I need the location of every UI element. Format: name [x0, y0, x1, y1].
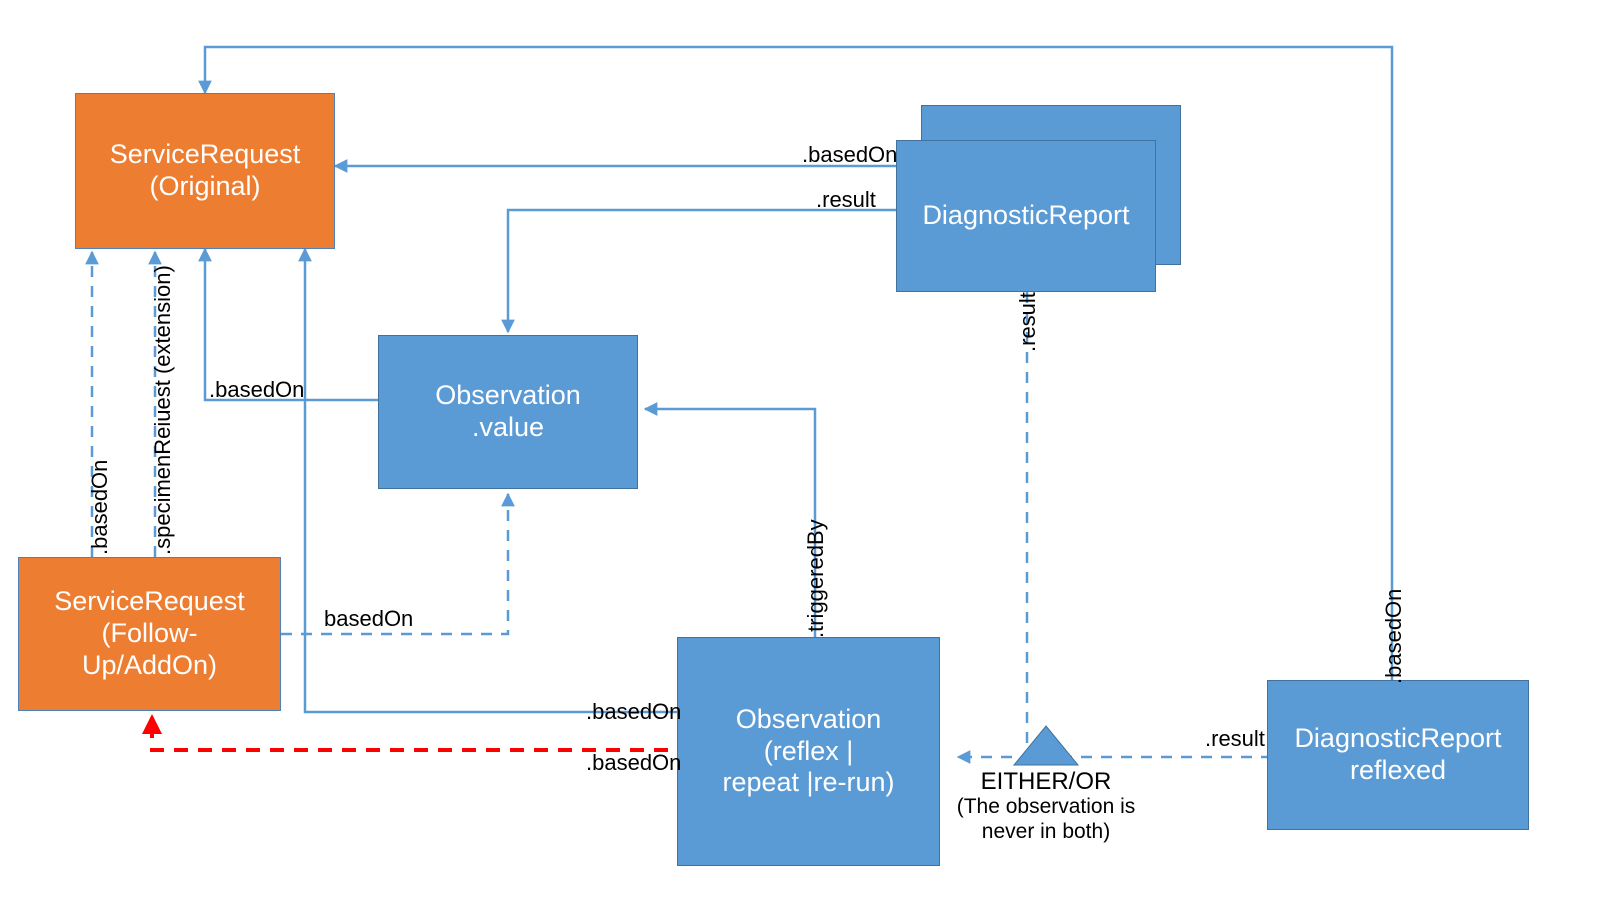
either-or-triangle [1012, 725, 1080, 766]
diagnostic-report-reflexed[interactable]: DiagnosticReport reflexed [1267, 680, 1529, 830]
observation-reflex[interactable]: Observation (reflex | repeat |re-run) [677, 637, 940, 866]
service-request-followup[interactable]: ServiceRequest (Follow- Up/AddOn) [18, 557, 281, 711]
service-request-original[interactable]: ServiceRequest (Original) [75, 93, 335, 249]
edge-label-triggeredby-vertical: .triggeredBy [803, 519, 828, 638]
edge-label-reflexed-basedon-vertical: .basedOn [1381, 588, 1406, 684]
diagnostic-report[interactable]: DiagnosticReport [896, 140, 1156, 292]
edge-followup-basedon-observation [281, 492, 515, 636]
edge-reflex-triggeredby-observation [643, 402, 817, 646]
either-or-note: (The observation is never in both) [956, 795, 1136, 843]
edge-reflex-basedon-followup-red [142, 714, 692, 752]
diagnostic-report-reflexed-label: DiagnosticReport reflexed [1294, 723, 1502, 785]
edge-label-report-basedon: .basedOn [802, 142, 898, 167]
observation-reflex-label: Observation (reflex | repeat |re-run) [722, 703, 895, 798]
edge-label-report-result: .result [816, 187, 876, 212]
edge-report-result-observation [501, 208, 896, 334]
diagnostic-report-label: DiagnosticReport [922, 200, 1130, 231]
edge-observation-basedon-original [198, 247, 378, 402]
observation-value-label: Observation .value [435, 380, 581, 442]
edge-reflex-basedon-original [298, 247, 692, 714]
edge-label-reflex-basedon-red: .basedOn [586, 750, 682, 775]
observation-value[interactable]: Observation .value [378, 335, 638, 489]
either-or-title: EITHER/OR [980, 768, 1112, 795]
edge-label-observation-basedon: .basedOn [209, 377, 305, 402]
edge-label-reflex-basedon-solid: .basedOn [586, 699, 682, 724]
service-request-original-label: ServiceRequest (Original) [109, 139, 301, 201]
edge-label-sr-specimenrequest-vertical: .specimenReiuest (extension) [150, 265, 175, 555]
edge-label-reflexed-result: .result [1205, 726, 1265, 751]
service-request-followup-label: ServiceRequest (Follow- Up/AddOn) [54, 586, 245, 680]
edge-report-basedon-top [198, 45, 1394, 96]
edge-label-sr-basedon-vertical: .basedOn [87, 459, 112, 555]
edge-label-followup-basedon: basedOn [324, 606, 414, 631]
edge-label-report-result-vertical: .result [1015, 292, 1040, 352]
